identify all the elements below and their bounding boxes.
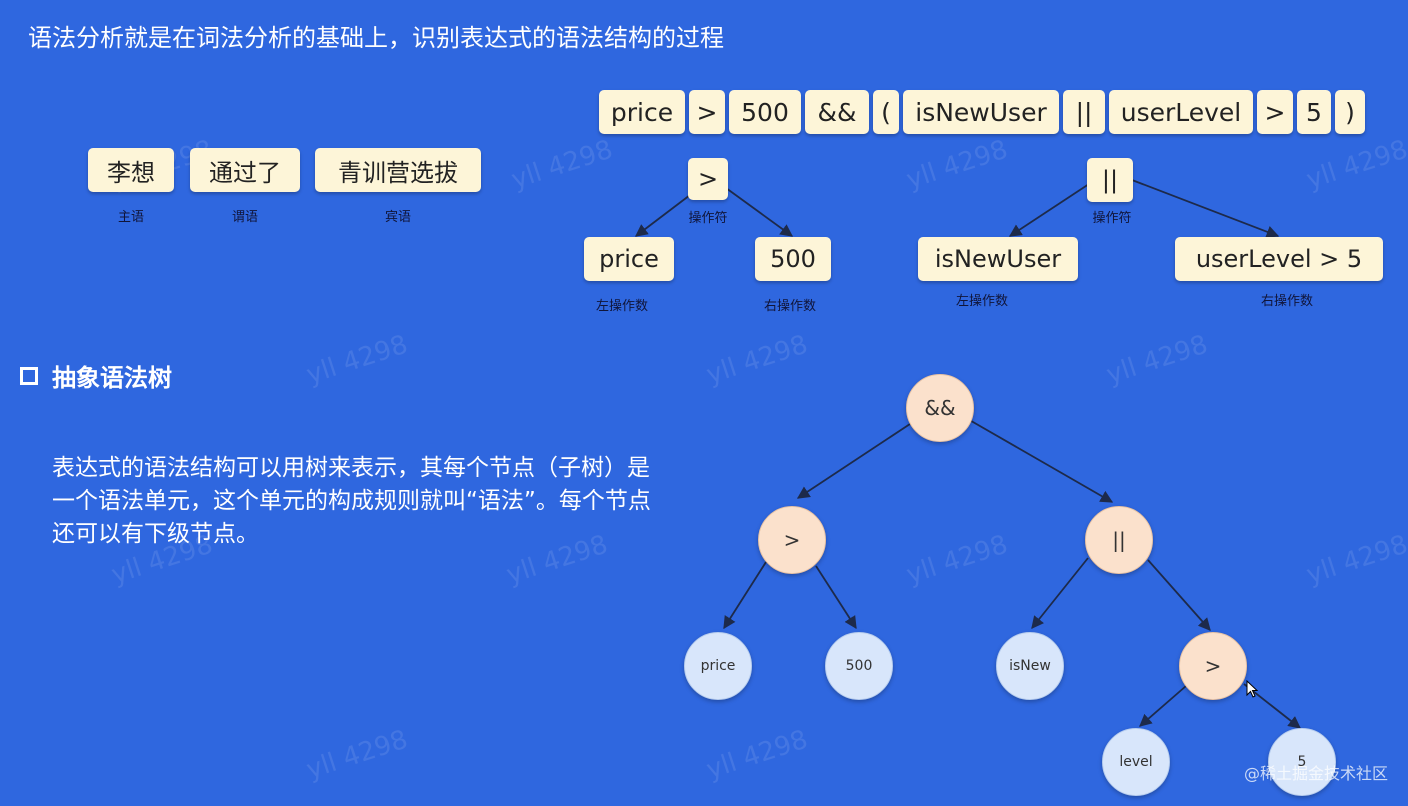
token: userLevel (1109, 90, 1253, 134)
ast-leaf-5: 5 (1268, 728, 1336, 796)
edge (725, 187, 794, 237)
source-credit: @稀土掘金技术社区 (1243, 764, 1388, 783)
right-operand-caption: 右操作数 (1260, 294, 1313, 309)
role-caption: 谓语 (231, 210, 258, 225)
left-operand-caption: 左操作数 (955, 294, 1008, 309)
role-caption: 宾语 (384, 210, 411, 225)
token: price (599, 90, 685, 134)
ast-node-gt: > (758, 506, 826, 574)
section-heading: 抽象语法树 (20, 358, 172, 393)
ast-node-and: && (906, 374, 974, 442)
left-operand-box: isNewUser (918, 237, 1078, 281)
slide-title: 语法分析就是在词法分析的基础上，识别表达式的语法结构的过程 (28, 24, 724, 52)
token: isNewUser (903, 90, 1059, 134)
edge (796, 423, 911, 499)
ast-leaf-500: 500 (825, 632, 893, 700)
token: > (1257, 90, 1293, 134)
edge (723, 561, 767, 630)
token: ( (873, 90, 899, 134)
sentence-word: 青训营选拔 (315, 148, 481, 192)
edge (1131, 179, 1280, 238)
token: 5 (1297, 90, 1331, 134)
operator-box: || (1087, 158, 1133, 202)
edge (1008, 181, 1093, 237)
right-operand-box: userLevel > 5 (1175, 237, 1383, 281)
section-heading-text: 抽象语法树 (52, 364, 172, 392)
operator-box: > (688, 158, 728, 200)
ast-node-gt: > (1179, 632, 1247, 700)
role-caption: 主语 (117, 210, 144, 225)
token: || (1063, 90, 1105, 134)
token: && (805, 90, 869, 134)
sentence-word: 李想 (88, 148, 174, 192)
operator-caption: 操作符 (688, 211, 728, 226)
operator-caption: 操作符 (1092, 211, 1132, 226)
ast-leaf-price: price (684, 632, 752, 700)
right-operand-box: 500 (755, 237, 831, 281)
checkbox-square-icon (20, 366, 38, 385)
edge (815, 565, 857, 630)
edge (965, 417, 1114, 503)
mouse-cursor-icon (1246, 680, 1258, 698)
ast-leaf-level: level (1102, 728, 1170, 796)
edge (1147, 559, 1211, 631)
token: > (689, 90, 725, 134)
sentence-word: 通过了 (190, 148, 300, 192)
ast-node-or: || (1085, 506, 1153, 574)
edge (1139, 685, 1187, 727)
left-operand-caption: 左操作数 (595, 299, 648, 314)
right-operand-caption: 右操作数 (763, 299, 816, 314)
section-paragraph: 表达式的语法结构可以用树来表示，其每个节点（子树）是一个语法单元，这个单元的构成… (52, 455, 651, 547)
token: ) (1335, 90, 1365, 134)
ast-leaf-isnew: isNew (996, 632, 1064, 700)
token: 500 (729, 90, 801, 134)
edge (634, 191, 695, 237)
edge (1031, 557, 1089, 629)
left-operand-box: price (584, 237, 674, 281)
